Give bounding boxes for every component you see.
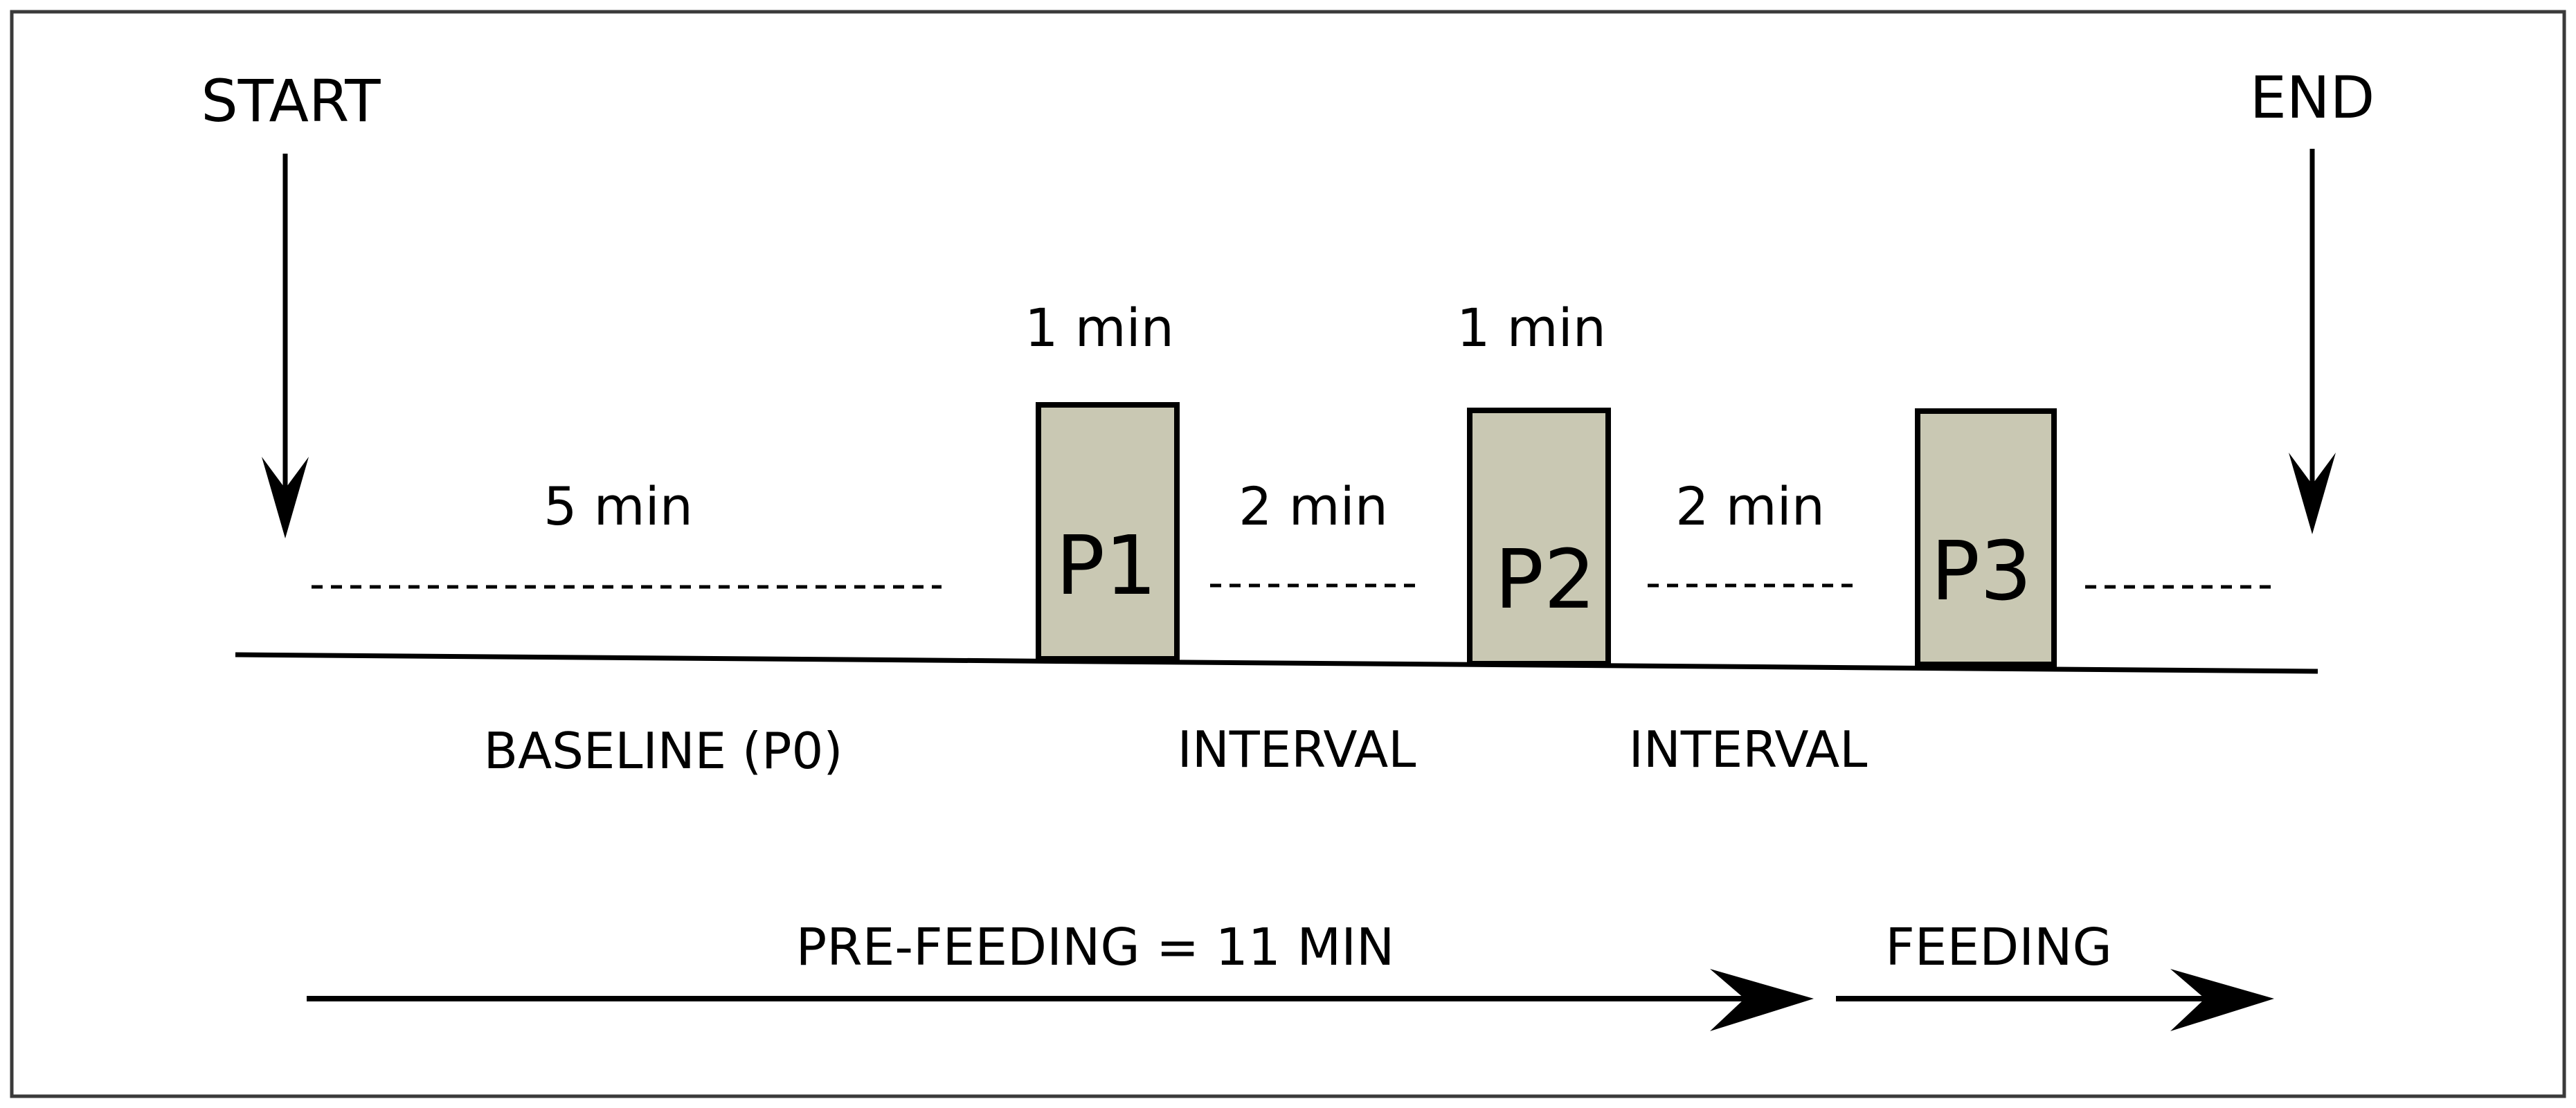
interval-2-duration: 2 min <box>1675 475 1825 537</box>
phase-box-p2: P2 <box>1467 408 1611 666</box>
phase-p1-duration: 1 min <box>1025 297 1174 358</box>
interval-1-duration: 2 min <box>1239 475 1388 537</box>
feeding-label: FEEDING <box>1885 918 2112 977</box>
interval-1-label: INTERVAL <box>1178 720 1416 779</box>
phase-p1-label: P1 <box>1056 518 1157 613</box>
phase-p2-duration: 1 min <box>1457 297 1606 358</box>
start-arrow <box>262 154 309 538</box>
feeding-arrow <box>1836 969 2274 1031</box>
end-arrow <box>2289 149 2336 534</box>
prefeeding-label: PRE-FEEDING = 11 MIN <box>796 918 1395 977</box>
timeline-axis <box>235 652 2318 674</box>
phase-box-p3: P3 <box>1915 408 2057 667</box>
baseline-label: BASELINE (P0) <box>484 722 843 780</box>
phase-p2-label: P2 <box>1495 532 1596 627</box>
phase-p3-label: P3 <box>1931 523 2032 619</box>
prefeeding-arrow <box>307 969 1814 1031</box>
end-label: END <box>2250 64 2375 131</box>
baseline-duration: 5 min <box>543 475 693 537</box>
start-label: START <box>201 67 381 135</box>
diagram-frame <box>10 10 2566 1098</box>
phase-box-p1: P1 <box>1036 402 1180 662</box>
interval-2-label: INTERVAL <box>1629 720 1868 779</box>
